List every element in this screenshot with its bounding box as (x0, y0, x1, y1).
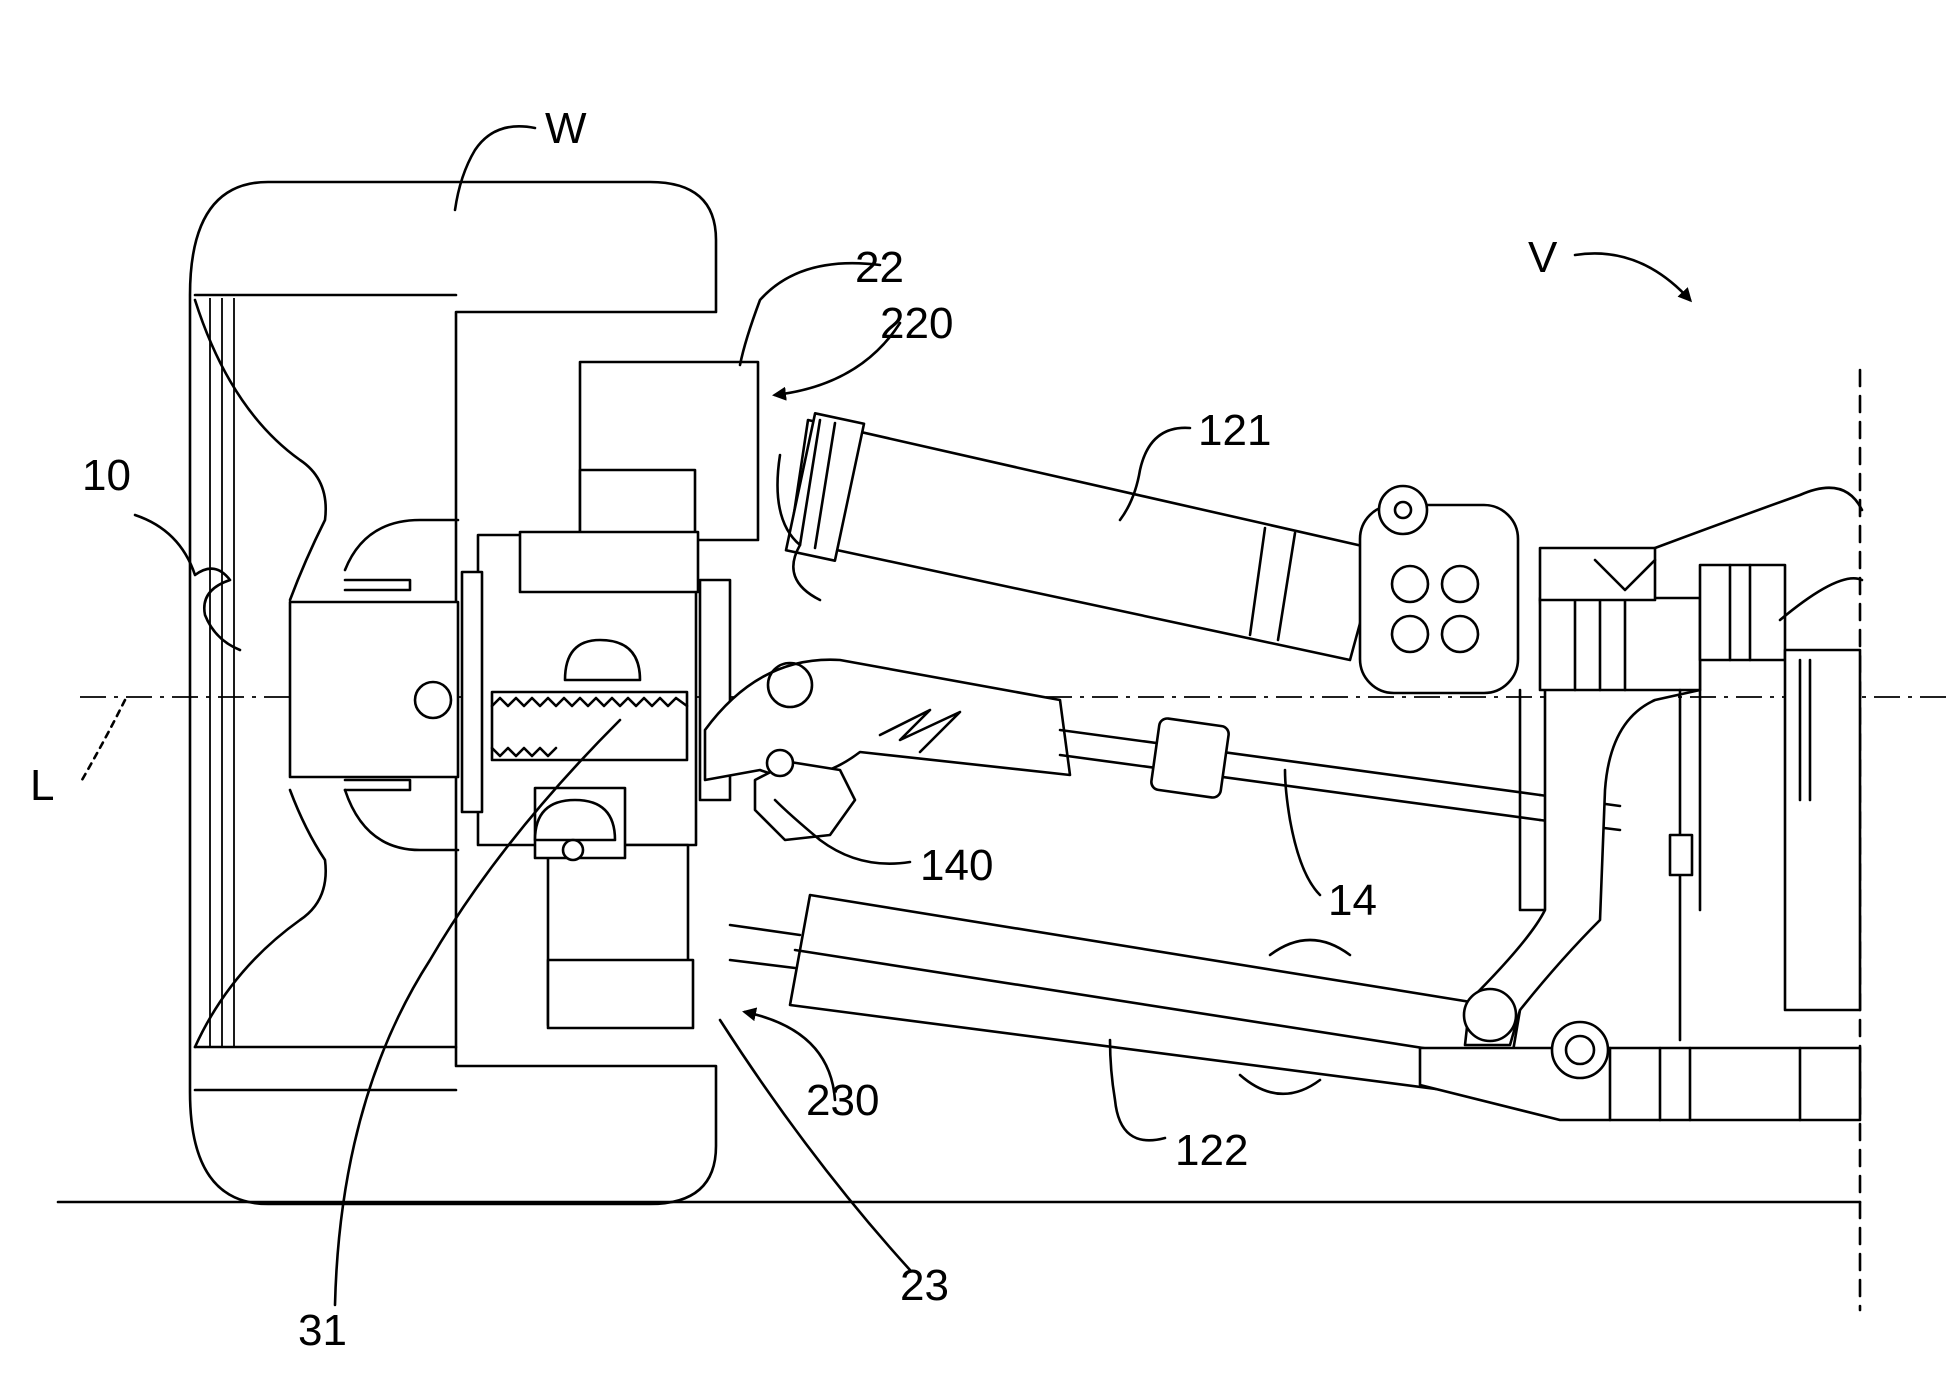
label-140: 140 (920, 841, 993, 890)
label-31: 31 (298, 1306, 347, 1355)
reference-labels: W 22 220 V 121 10 L 140 14 230 122 23 31 (30, 104, 1558, 1355)
label-V: V (1528, 233, 1558, 282)
tie-rod-14 (703, 658, 1622, 842)
label-W: W (545, 104, 587, 153)
label-22: 22 (855, 243, 904, 292)
knuckle-assembly (413, 360, 760, 1030)
leaders (80, 125, 1693, 1307)
upper-cylinder-121 (776, 412, 1520, 695)
chassis-frame (1418, 486, 1864, 1122)
label-220: 220 (880, 299, 953, 348)
label-121: 121 (1198, 406, 1271, 455)
lower-cylinder-122 (728, 893, 1522, 1100)
label-23: 23 (900, 1261, 949, 1310)
label-10: 10 (82, 451, 131, 500)
label-L: L (30, 761, 54, 810)
label-122: 122 (1175, 1126, 1248, 1175)
label-14: 14 (1328, 876, 1377, 925)
label-230: 230 (806, 1076, 879, 1125)
